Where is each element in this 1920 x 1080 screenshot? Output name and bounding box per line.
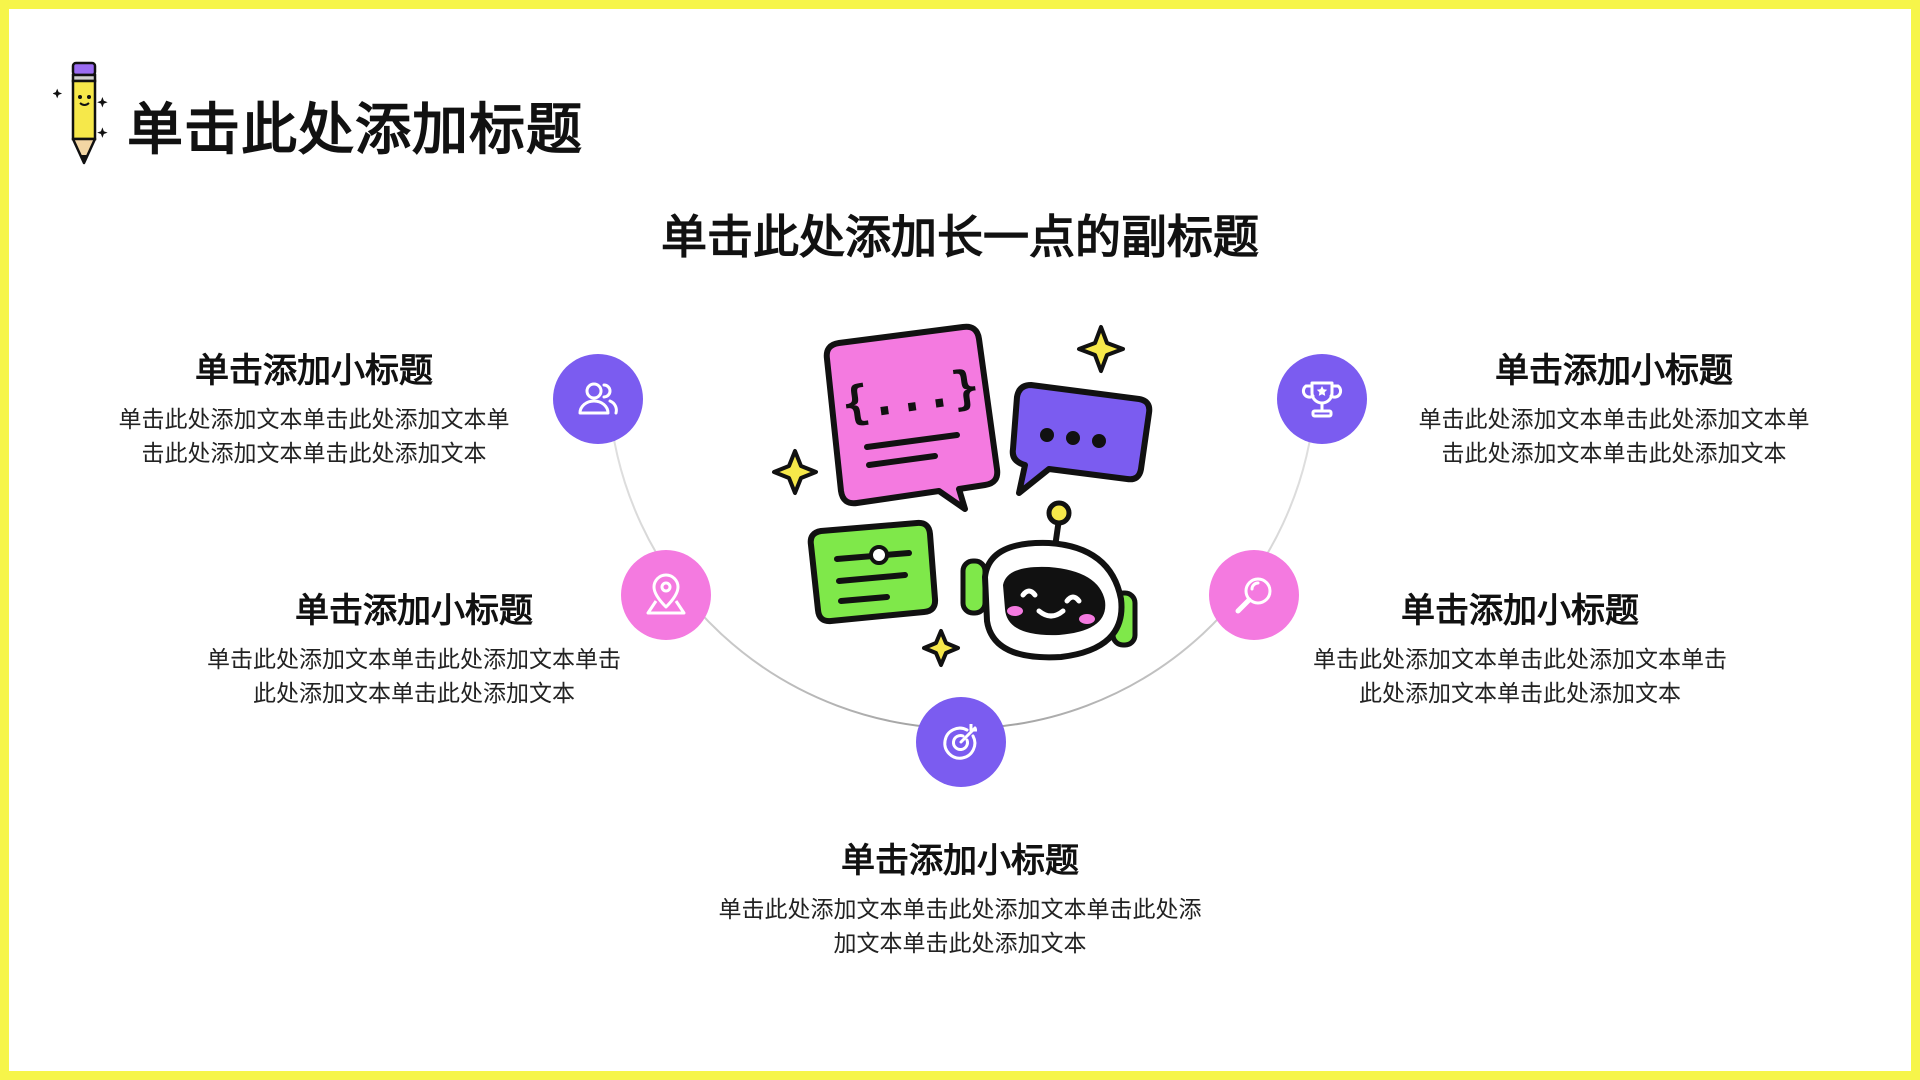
sparkle-icon — [1077, 325, 1125, 373]
item-1: 单击添加小标题 单击此处添加文本单击此处添加文本单击此处添加文本单击此处添加文本 — [109, 349, 519, 471]
users-icon — [578, 382, 618, 415]
magnifier-icon-circle — [1209, 550, 1299, 640]
page-subtitle[interactable]: 单击此处添加长一点的副标题 — [661, 210, 1259, 264]
item-5-text[interactable]: 单击此处添加文本单击此处添加文本单击此处添加文本单击此处添加文本 — [1418, 407, 1810, 467]
message-card-icon — [807, 519, 939, 625]
item-3-title[interactable]: 单击添加小标题 — [841, 841, 1079, 881]
item-2-title[interactable]: 单击添加小标题 — [295, 591, 533, 631]
code-bubble-icon: {...} — [823, 323, 1001, 512]
item-4: 单击添加小标题 单击此处添加文本单击此处添加文本单击此处添加文本单击此处添加文本 — [1305, 589, 1735, 711]
chatbot-illustration: {...} — [772, 323, 1153, 667]
item-4-title[interactable]: 单击添加小标题 — [1401, 591, 1639, 631]
users-icon-circle — [553, 354, 643, 444]
trophy-icon — [1301, 381, 1343, 418]
item-5: 单击添加小标题 单击此处添加文本单击此处添加文本单击此处添加文本单击此处添加文本 — [1409, 349, 1819, 471]
sparkle-icon — [772, 449, 818, 495]
item-1-title[interactable]: 单击添加小标题 — [195, 351, 433, 391]
pencil-mascot-icon — [53, 61, 108, 165]
item-1-text[interactable]: 单击此处添加文本单击此处添加文本单击此处添加文本单击此处添加文本 — [118, 407, 510, 467]
chat-bubble-icon — [1009, 382, 1153, 496]
location-pin-icon-circle — [621, 550, 711, 640]
sparkle-icon — [922, 629, 960, 667]
chatbot-robot-icon — [960, 500, 1138, 661]
page-title[interactable]: 单击此处添加标题 — [127, 98, 583, 163]
magnifier-icon — [1235, 577, 1272, 614]
item-3-text[interactable]: 单击此处添加文本单击此处添加文本单击此处添加文本单击此处添加文本 — [718, 897, 1202, 957]
item-4-text[interactable]: 单击此处添加文本单击此处添加文本单击此处添加文本单击此处添加文本 — [1313, 647, 1727, 707]
item-2-text[interactable]: 单击此处添加文本单击此处添加文本单击此处添加文本单击此处添加文本 — [207, 647, 621, 707]
trophy-icon-circle — [1277, 354, 1367, 444]
item-3: 单击添加小标题 单击此处添加文本单击此处添加文本单击此处添加文本单击此处添加文本 — [709, 839, 1211, 961]
item-2: 单击添加小标题 单击此处添加文本单击此处添加文本单击此处添加文本单击此处添加文本 — [199, 589, 629, 711]
item-5-title[interactable]: 单击添加小标题 — [1495, 351, 1733, 391]
target-arrow-icon — [943, 724, 977, 760]
location-pin-icon — [646, 573, 686, 615]
target-arrow-icon-circle — [916, 697, 1006, 787]
